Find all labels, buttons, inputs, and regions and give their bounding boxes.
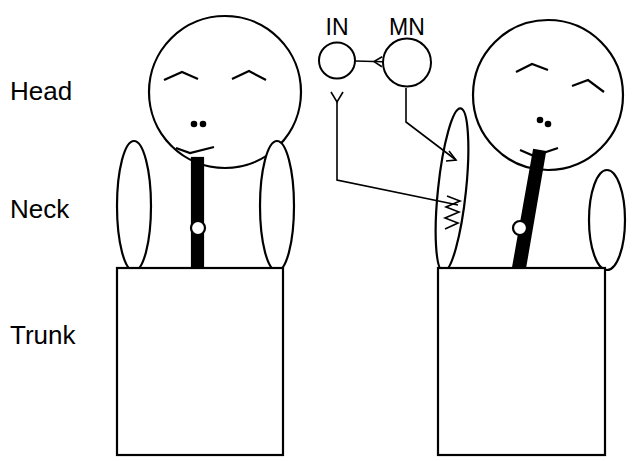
closed-eye (572, 80, 604, 92)
motor-ending (446, 151, 456, 161)
joint-dot (513, 221, 527, 235)
neuron-outline (314, 14, 360, 80)
neuron-node: MN (380, 14, 434, 88)
stretched-muscle (430, 107, 475, 273)
closed-eye (232, 71, 266, 80)
nose-dot (201, 122, 205, 126)
spine-bar (513, 150, 545, 268)
afferent-fiber (337, 102, 458, 205)
nose-dot (546, 122, 550, 126)
motor-fiber (406, 88, 456, 160)
neuron-outline (380, 14, 434, 88)
mouth (176, 147, 214, 153)
region-label: Neck (10, 194, 69, 224)
neck-muscle (117, 141, 151, 271)
closed-eye (164, 72, 198, 80)
head-circle (473, 20, 623, 170)
nose-dot (538, 118, 542, 122)
neuron-label: IN (314, 14, 360, 40)
synaptic-connection (355, 57, 383, 67)
nose-dot (192, 122, 196, 126)
closed-eye (516, 64, 548, 72)
connector-line (355, 60, 383, 62)
synapse-fork (374, 57, 382, 67)
neuron-soma (383, 39, 431, 87)
neuron-node: IN (314, 14, 360, 80)
synapse-fork (331, 92, 343, 102)
trunk-box (117, 268, 283, 455)
muscle-spindle (445, 196, 460, 229)
neuron-label: MN (380, 14, 434, 40)
compressed-muscle (589, 170, 625, 270)
joint-dot (191, 221, 205, 235)
region-label: Head (10, 76, 72, 106)
mouth (520, 148, 558, 156)
neuron-soma (319, 43, 355, 79)
spine-bar (192, 158, 203, 269)
neck-muscle (260, 141, 294, 271)
trunk-box (438, 268, 605, 455)
region-label: Trunk (10, 320, 76, 350)
